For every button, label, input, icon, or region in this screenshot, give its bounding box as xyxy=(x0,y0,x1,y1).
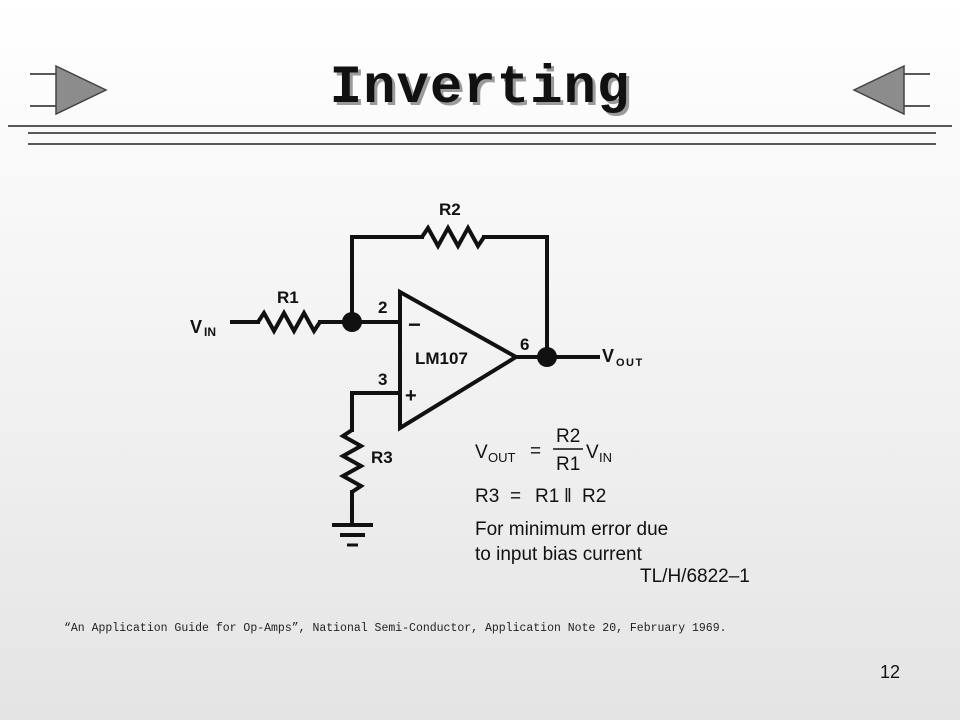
vout-subscript: OUT xyxy=(616,357,644,369)
r2-label: R2 xyxy=(439,200,461,219)
feedback-wire-right xyxy=(482,235,549,359)
ground-symbol-icon xyxy=(332,523,373,547)
page-number: 12 xyxy=(880,662,901,682)
note-line-2: to input bias current xyxy=(475,544,643,565)
figure-id: TL/H/6822–1 xyxy=(640,566,750,587)
summing-node-dot xyxy=(342,312,362,332)
opamp-symbol xyxy=(398,288,520,432)
feedback-wire-left xyxy=(350,235,424,322)
slide-title: Inverting xyxy=(329,58,631,119)
noninverting-wire xyxy=(350,391,402,432)
eq1-vout: V xyxy=(475,442,488,463)
r1-label: R1 xyxy=(277,288,299,307)
eq2-r2: R2 xyxy=(582,486,606,507)
r1-resistor xyxy=(256,308,322,336)
r2-resistor xyxy=(420,223,486,251)
opamp-label: LM107 xyxy=(415,349,468,368)
eq1-denominator: R1 xyxy=(556,454,580,475)
plus-sign: + xyxy=(405,385,417,407)
vin-label: V xyxy=(190,317,202,337)
eq1-vout-sub: OUT xyxy=(488,450,516,465)
triangle-right-arrow-icon[interactable] xyxy=(30,62,110,118)
vout-label: V xyxy=(602,346,614,366)
eq2-equals: = xyxy=(510,486,521,507)
title-divider xyxy=(8,125,952,145)
pin-2-label: 2 xyxy=(378,298,387,317)
triangle-left-arrow-icon[interactable] xyxy=(850,62,930,118)
vin-subscript: IN xyxy=(204,325,216,339)
eq1-vin-sub: IN xyxy=(599,450,612,465)
eq2-r1: R1 xyxy=(535,486,559,507)
source-footnote: “An Application Guide for Op-Amps”, Nati… xyxy=(64,622,727,635)
note-line-1: For minimum error due xyxy=(475,519,668,540)
r3-resistor xyxy=(338,428,366,494)
pin-3-label: 3 xyxy=(378,370,387,389)
eq1-equals: = xyxy=(530,441,541,462)
eq2-r3: R3 xyxy=(475,486,499,507)
eq1-numerator: R2 xyxy=(556,426,580,447)
minus-sign: − xyxy=(408,312,421,337)
eq2-parallel: ‖ xyxy=(564,486,572,507)
r3-label: R3 xyxy=(371,448,393,467)
eq1-vin: V xyxy=(586,442,599,463)
pin-6-label: 6 xyxy=(520,335,529,354)
output-node-dot xyxy=(537,347,557,367)
